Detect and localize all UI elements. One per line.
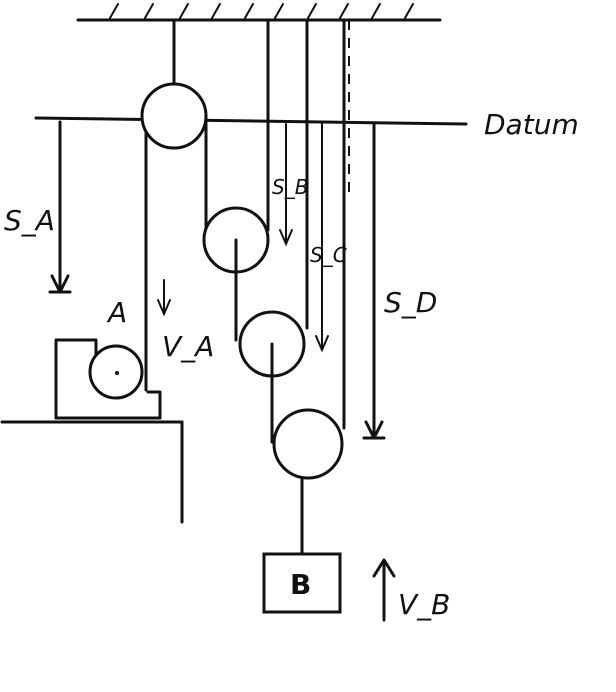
s-c-arrow [315,123,329,353]
block-a-wheel-hub [115,371,119,375]
s-a-arrow [48,120,72,294]
s-d-label: S_D [384,286,437,319]
ground [0,420,184,524]
ceiling [76,3,442,22]
s-c-label: S_C [310,243,347,267]
top-pulley [140,82,208,150]
pulley-4 [272,408,344,480]
v-b-arrow [372,558,396,622]
v-a-arrow [157,279,171,317]
block-a-label: A [106,296,127,329]
block-b-label: B [290,568,311,601]
block-b [262,552,342,614]
datum-line [34,116,468,126]
s-b-label: S_B [272,175,308,199]
block-a [54,338,162,420]
s-b-arrow [279,123,293,247]
s-a-label: S_A [4,204,55,237]
v-b-label: V_B [398,588,450,621]
datum-label: Datum [484,108,579,141]
s-d-arrow [362,122,386,440]
v-a-label: V_A [162,330,214,363]
